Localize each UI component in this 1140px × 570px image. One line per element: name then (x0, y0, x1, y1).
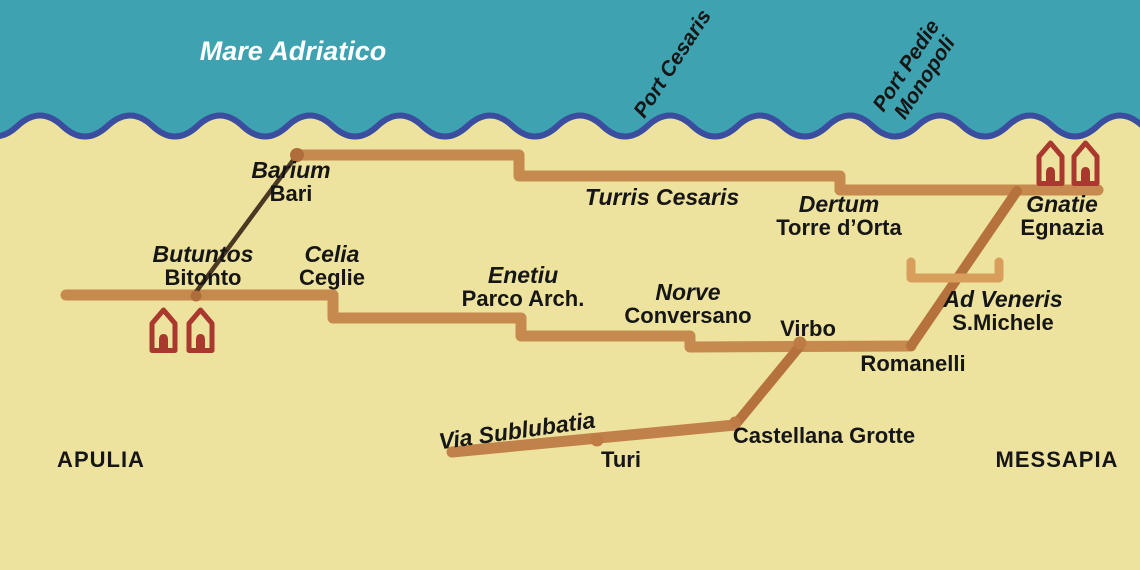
modern-name: Romanelli (860, 351, 966, 376)
road-inland-west (60, 289, 917, 353)
node-turi (590, 433, 604, 447)
place-label-virbo: Virbo (780, 317, 836, 340)
house-icon (186, 307, 215, 353)
modern-name: Egnazia (1020, 215, 1104, 240)
track-barium-butuntos (190, 152, 300, 299)
latin-name: Butuntos (152, 241, 254, 267)
place-label-barium: Barium Bari (251, 157, 331, 206)
latin-name: Celia (304, 241, 360, 267)
modern-name: S.Michele (952, 310, 1054, 335)
region-label-messapia: MESSAPIA (996, 448, 1119, 471)
node-castellana (729, 416, 741, 428)
modern-name: Conversano (624, 303, 752, 328)
sea-name-label: Mare Adriatico (200, 38, 387, 65)
place-label-castellana-grotte: Castellana Grotte (733, 424, 915, 447)
place-label-turi: Turi (601, 448, 641, 471)
road-virbo-castellana (730, 341, 805, 430)
place-label-romanelli: Romanelli (860, 352, 965, 375)
house-icon (1036, 140, 1065, 186)
place-label-norve: Norve Conversano (624, 279, 752, 328)
latin-name: Enetiu (487, 262, 559, 288)
road-ad-veneris-spur (906, 257, 1004, 283)
place-label-turris-cesaris: Turris Cesaris (585, 186, 739, 209)
node-barium (290, 148, 304, 162)
latin-name: Turris Cesaris (584, 184, 740, 210)
house-icon (149, 307, 178, 353)
region-label-apulia: APULIA (57, 448, 145, 471)
modern-name: Virbo (780, 316, 836, 341)
modern-name: Bitonto (164, 265, 242, 290)
latin-name: Norve (655, 279, 721, 305)
modern-name: Turi (601, 447, 641, 472)
sea (0, 0, 1140, 137)
wave-line (0, 112, 1140, 140)
house-icon (1071, 140, 1100, 186)
node-virbo (793, 336, 807, 350)
modern-name: Bari (269, 181, 313, 206)
region-name: MESSAPIA (995, 447, 1119, 472)
modern-name: Torre d’Orta (776, 215, 902, 240)
latin-name: Gnatie (1026, 191, 1098, 217)
place-label-gnatie: Gnatie Egnazia (1020, 191, 1104, 240)
node-butuntos (190, 290, 202, 302)
modern-name: Parco Arch. (461, 286, 585, 311)
road-coastal-north (291, 149, 1104, 196)
latin-name: Barium (251, 157, 331, 183)
sea-name: Mare Adriatico (199, 36, 387, 66)
latin-name: Dertum (798, 191, 880, 217)
place-label-celia: Celia Ceglie (298, 241, 366, 290)
place-label-butuntos: Butuntos Bitonto (152, 241, 254, 290)
place-label-ad-veneris: Ad Veneris S.Michele (943, 286, 1063, 335)
modern-name: Ceglie (298, 265, 366, 290)
region-name: APULIA (57, 447, 145, 472)
latin-name: Ad Veneris (943, 286, 1063, 312)
road-egnazia-virbo (906, 186, 1022, 351)
modern-name: Castellana Grotte (732, 423, 916, 448)
place-label-dertum: Dertum Torre d’Orta (776, 191, 902, 240)
place-label-enetiu: Enetiu Parco Arch. (461, 262, 585, 311)
